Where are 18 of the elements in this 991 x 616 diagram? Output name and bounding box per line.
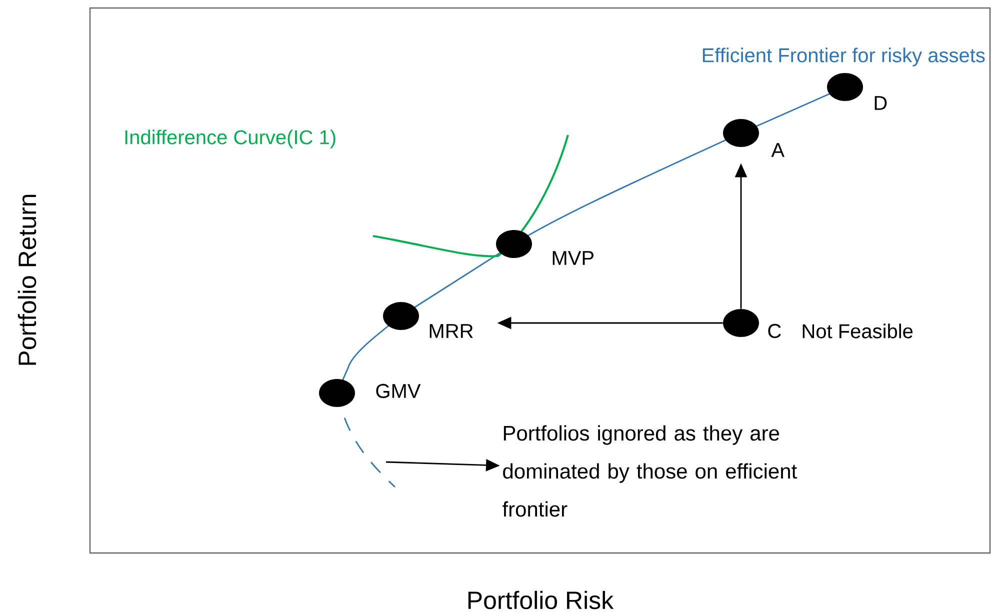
point-label: MRR: [430, 324, 473, 338]
point-marker: [319, 379, 355, 407]
axis-title: Portfolio Return: [18, 194, 36, 365]
point-marker: [723, 119, 759, 147]
point-marker: [383, 302, 419, 330]
axis-title: Portfolio Risk: [468, 590, 614, 610]
curve-label: Indifference Curve(IC 1): [125, 130, 336, 148]
point-marker: [496, 230, 532, 258]
point-marker: [827, 73, 863, 101]
point-label: GMV: [376, 384, 421, 398]
frontier-title: Efficient Frontier for risky assets: [702, 48, 985, 66]
point-label: D: [874, 96, 887, 110]
point-label: C: [768, 324, 781, 338]
note-text: Portfolios ignored as they are dominated by those on efficient frontier: [502, 425, 797, 517]
point-label: A: [771, 143, 784, 157]
point-marker: [723, 309, 759, 337]
point-label: Not Feasible: [802, 324, 913, 338]
point-label: MVP: [552, 251, 594, 265]
